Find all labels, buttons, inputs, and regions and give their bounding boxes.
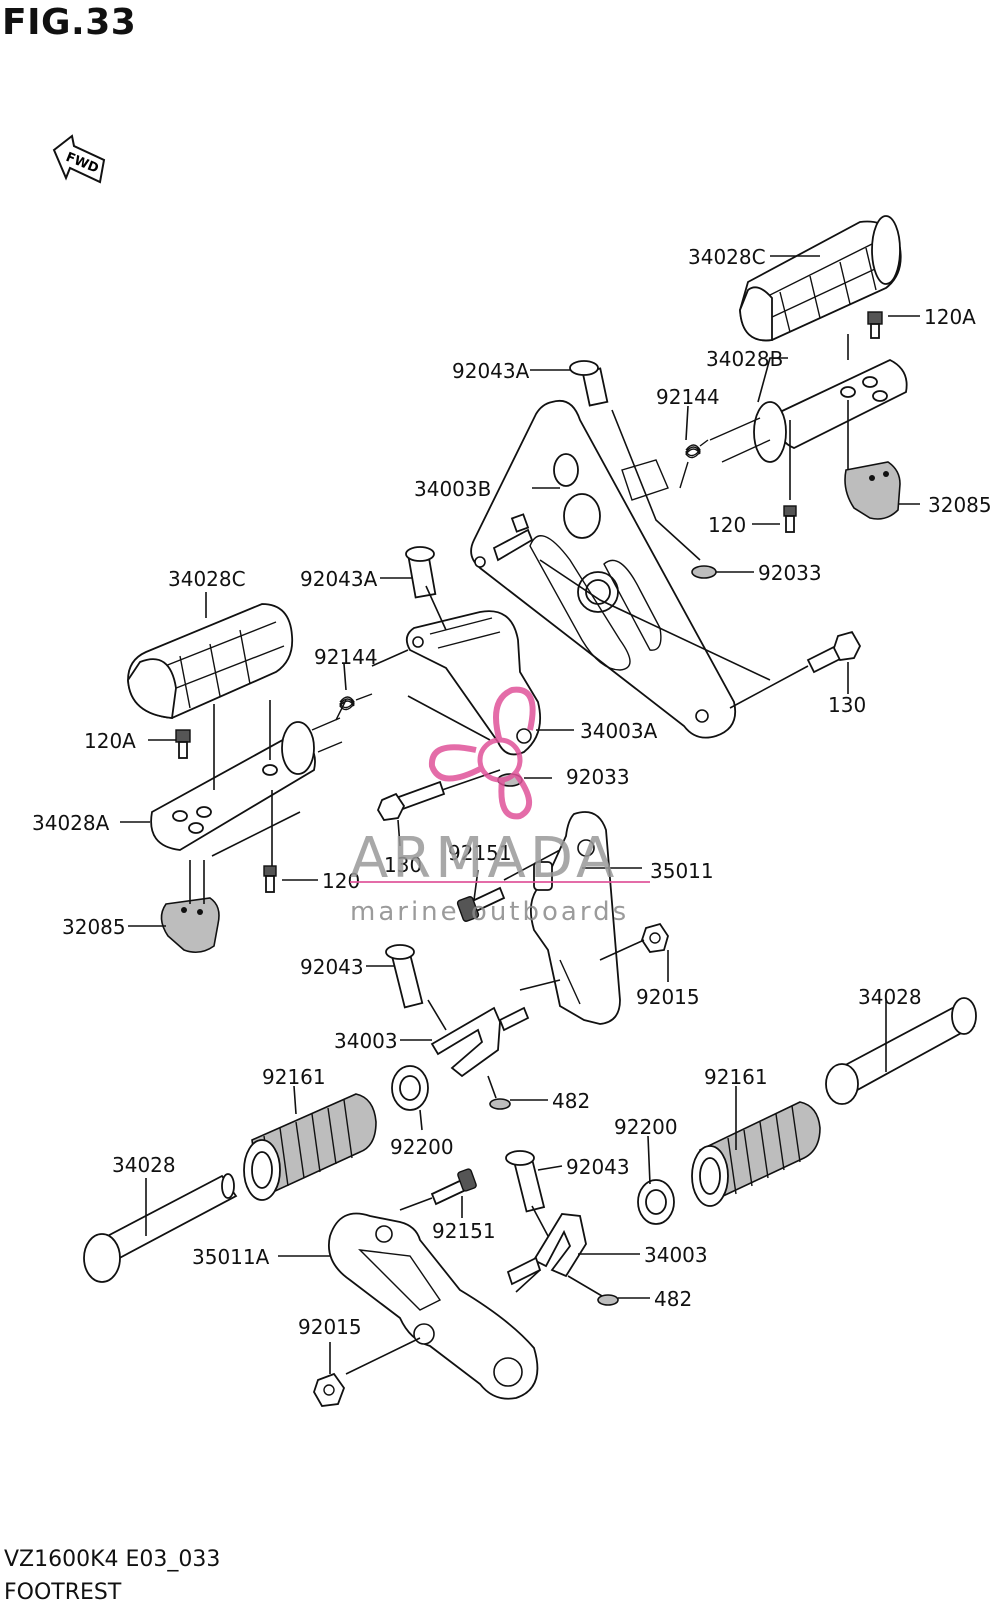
callout-labels: 34028C 120A 34028B 92043A 92144 34003B 3… <box>32 245 992 1339</box>
callout-92033-top: 92033 <box>758 561 822 585</box>
callout-120a-left: 120A <box>84 729 136 753</box>
part-32085-right <box>844 461 901 520</box>
part-34003-mid <box>430 1006 530 1078</box>
part-92033-top <box>691 565 717 579</box>
part-35011a <box>328 1212 539 1400</box>
callout-92161-right: 92161 <box>704 1065 768 1089</box>
part-34003-low <box>506 1213 587 1286</box>
part-92144-mid <box>335 693 373 721</box>
part-92043-low <box>505 1150 546 1213</box>
part-34003b <box>470 399 737 739</box>
callout-92144-top: 92144 <box>656 385 720 409</box>
part-92151-top <box>456 886 506 922</box>
callout-92200-left: 92200 <box>390 1135 454 1159</box>
callout-92033-mid: 92033 <box>566 765 630 789</box>
callout-34028b: 34028B <box>706 347 783 371</box>
callout-92043a-top: 92043A <box>452 359 530 383</box>
callout-34003-mid: 34003 <box>334 1029 398 1053</box>
callout-35011a: 35011A <box>192 1245 270 1269</box>
part-92144-top <box>679 439 709 489</box>
callout-35011: 35011 <box>650 859 714 883</box>
part-92015-low <box>313 1372 346 1407</box>
callout-120-right: 120 <box>708 513 746 537</box>
assembly-lines <box>189 334 849 1375</box>
callout-92151-low: 92151 <box>432 1219 496 1243</box>
part-34028-right <box>825 997 977 1105</box>
callout-92015-low: 92015 <box>298 1315 362 1339</box>
part-92161-right <box>691 1101 821 1207</box>
callout-130-mid: 130 <box>384 853 422 877</box>
part-120a-top <box>867 311 883 339</box>
callout-92151-top: 92151 <box>448 841 512 865</box>
part-34028b <box>709 358 908 463</box>
part-482-mid <box>489 1098 511 1110</box>
callout-482-low: 482 <box>654 1287 692 1311</box>
part-32085-left <box>160 897 220 954</box>
callout-34028a: 34028A <box>32 811 110 835</box>
part-92015-right <box>641 922 669 953</box>
part-92043a-mid <box>405 546 437 599</box>
part-130-right <box>806 630 862 674</box>
part-92043a-top <box>569 360 609 407</box>
part-120-right <box>783 505 797 533</box>
callout-92144-mid: 92144 <box>314 645 378 669</box>
callout-92043-low: 92043 <box>566 1155 630 1179</box>
model-code: VZ1600K4 E03_033 <box>4 1547 221 1572</box>
part-130-mid <box>376 780 446 821</box>
callout-92015-right: 92015 <box>636 985 700 1009</box>
callout-leaders <box>120 255 920 1374</box>
callout-92043a-mid: 92043A <box>300 567 378 591</box>
callout-34028-left: 34028 <box>112 1153 176 1177</box>
callout-32085-right: 32085 <box>928 493 992 517</box>
part-482-low <box>597 1294 619 1306</box>
part-92161-left <box>243 1093 377 1201</box>
fwd-arrow-icon: FWD <box>52 134 106 184</box>
callout-34003-low: 34003 <box>644 1243 708 1267</box>
watermark-tagline: marine outboards <box>350 897 630 927</box>
callout-120a-top: 120A <box>924 305 976 329</box>
section-name: FOOTREST <box>4 1580 122 1605</box>
watermark-brand: ARMADA <box>350 826 619 891</box>
callout-32085-left: 32085 <box>62 915 126 939</box>
part-34028c-left <box>127 603 294 719</box>
watermark-logo <box>350 686 650 883</box>
part-120-left <box>263 865 277 893</box>
part-92200-right <box>637 1179 675 1225</box>
part-92200-left <box>391 1065 429 1111</box>
part-92151-low <box>430 1168 477 1206</box>
callout-34028-right: 34028 <box>858 985 922 1009</box>
callout-92200-right: 92200 <box>614 1115 678 1139</box>
callout-34028c-top: 34028C <box>688 245 766 269</box>
part-92043-left <box>385 944 424 1009</box>
callout-92043-left: 92043 <box>300 955 364 979</box>
callout-34003a: 34003A <box>580 719 658 743</box>
callout-34003b: 34003B <box>414 477 491 501</box>
callout-130-right: 130 <box>828 693 866 717</box>
part-34028c-top <box>739 215 902 342</box>
callout-92161-left: 92161 <box>262 1065 326 1089</box>
part-34028-left <box>83 1173 238 1283</box>
part-120a-left <box>175 729 191 759</box>
part-34003a <box>405 610 542 756</box>
callout-34028c-left: 34028C <box>168 567 246 591</box>
part-34028a <box>150 717 343 851</box>
callout-482-mid: 482 <box>552 1089 590 1113</box>
figure-title: FIG.33 <box>2 2 137 43</box>
